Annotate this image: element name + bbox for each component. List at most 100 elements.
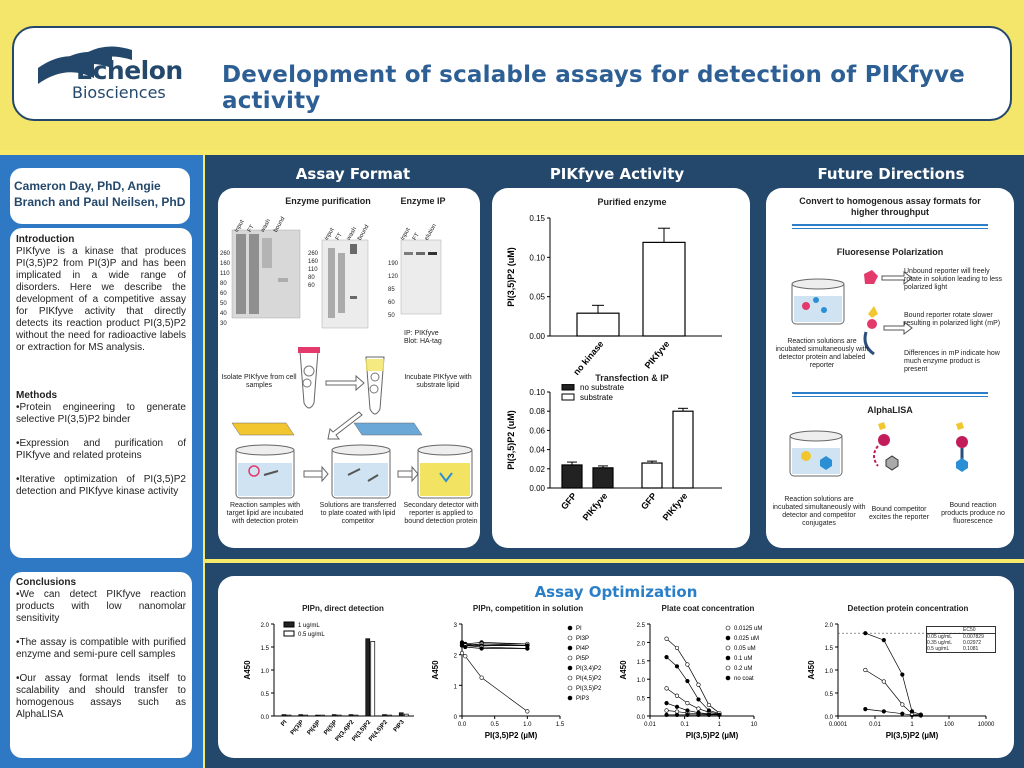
fp-text-bound: Bound reporter rotate slower resulting i… xyxy=(904,312,1001,327)
y-tick-label: 0.05 xyxy=(529,293,545,302)
y-tick-label: 0.08 xyxy=(529,407,545,416)
legend-label: 0.1 uM xyxy=(734,656,752,662)
data-point xyxy=(909,709,915,714)
logo-wordmark: Echelon xyxy=(76,56,183,85)
series-line xyxy=(865,632,921,715)
fp-text-unbound: Unbound reporter will freely rotate in s… xyxy=(904,268,1003,291)
methods-item: Protein engineering to generate selectiv… xyxy=(16,402,186,426)
data-point xyxy=(479,646,484,651)
mw-marker-label: 50 xyxy=(220,301,227,307)
y-tick-label: 2.0 xyxy=(261,623,270,629)
authors-text: Cameron Day, PhD, Angie Branch and Paul … xyxy=(14,179,186,209)
data-point xyxy=(706,708,711,713)
bar xyxy=(561,464,583,489)
legend-label: 0.025 uM xyxy=(734,636,759,642)
x-tick-label: 1.0 xyxy=(523,722,532,728)
series-line xyxy=(666,688,720,715)
data-point xyxy=(863,667,868,673)
alphalisa-title: AlphaLISA xyxy=(867,405,913,415)
y-tick-label: 0.10 xyxy=(529,388,545,397)
fp-schematic xyxy=(791,270,913,356)
mw-marker-label: 50 xyxy=(388,313,395,319)
legend-label: 0.0125 uM xyxy=(734,626,762,632)
x-tick-label: GFP xyxy=(639,491,659,512)
mw-marker-label: 120 xyxy=(388,274,399,280)
intro-heading: Introduction xyxy=(16,234,75,245)
bar xyxy=(576,312,620,337)
divider xyxy=(792,224,988,226)
y-tick-label: 2.0 xyxy=(825,623,834,629)
data-point xyxy=(525,709,530,714)
y-tick-label: 0.04 xyxy=(529,446,545,455)
future-directions-card: Convert to homogenous assay formats for … xyxy=(766,188,1014,548)
methods-heading: Methods xyxy=(16,390,58,401)
legend-marker xyxy=(567,635,573,641)
x-tick-label: PIKfyve xyxy=(581,491,610,523)
pikfyve-activity-title: PIKfyve Activity xyxy=(549,165,685,183)
y-tick-label: 1.5 xyxy=(261,646,270,652)
x-tick-label: 1.5 xyxy=(556,722,565,728)
y-axis-label: A450 xyxy=(619,660,628,680)
data-point xyxy=(900,672,905,677)
bar xyxy=(303,714,309,717)
data-point xyxy=(674,693,680,698)
poster-title: Development of scalable assays for detec… xyxy=(222,62,965,114)
y-tick-label: 0.06 xyxy=(529,426,545,435)
divider xyxy=(792,228,988,229)
bar xyxy=(298,714,304,717)
bar xyxy=(331,714,337,717)
chart5-title: Plate coat concentration xyxy=(661,604,755,613)
y-tick-label: 0.0 xyxy=(261,715,270,721)
legend-label: PI(4,5)P2 xyxy=(576,676,602,682)
bar xyxy=(398,712,404,717)
y-tick-label: 2.0 xyxy=(637,641,646,647)
legend-label: PI(3,5)P2 xyxy=(576,686,602,692)
legend-label: PI5P xyxy=(576,656,589,662)
chart3-title: PIPn, direct detection xyxy=(302,604,384,613)
bar xyxy=(286,714,292,717)
bar xyxy=(382,714,387,717)
alphalisa-caption2: Bound competitor excites the reporter xyxy=(869,506,929,521)
x-axis-label: PI(3,5)P2 (µM) xyxy=(886,731,939,740)
alphalisa-caption1: Reaction solutions are incubated simulta… xyxy=(772,496,866,527)
data-point xyxy=(463,654,468,659)
data-point xyxy=(706,702,711,708)
alphalisa-caption3: Bound reaction products produce no fluor… xyxy=(941,502,1005,525)
ec50-row-label: 0.5 ug/mL xyxy=(927,646,950,652)
legend-marker xyxy=(725,675,731,681)
ec50-row-label: 0.05 ug/mL xyxy=(927,634,953,640)
future-intro: Convert to homogenous assay formats for … xyxy=(799,196,981,217)
conclusions-card: Conclusions We can detect PIKfyve reacti… xyxy=(10,572,192,758)
data-point xyxy=(685,662,690,667)
x-tick-label: 0.5 xyxy=(490,722,499,728)
y-tick-label: 0.00 xyxy=(529,484,545,493)
step-reaction: Reaction samples with target lipid are i… xyxy=(226,502,304,525)
legend-marker xyxy=(567,655,573,661)
bar xyxy=(365,638,371,717)
y-axis-label: A450 xyxy=(243,660,252,680)
data-point xyxy=(706,712,711,717)
x-tick-label: PI(4)P xyxy=(306,719,322,736)
data-point xyxy=(881,709,886,714)
legend-label: 0.5 ug/mL xyxy=(298,632,325,638)
bar xyxy=(403,713,409,717)
data-point xyxy=(696,682,701,687)
data-point xyxy=(674,712,680,717)
assay-optimization-title: Assay Optimization xyxy=(534,583,698,601)
mw-marker-label: 60 xyxy=(308,283,315,289)
y-tick-label: 0.00 xyxy=(529,332,545,341)
mw-marker-label: 110 xyxy=(308,267,318,273)
mw-marker-label: 40 xyxy=(220,311,227,317)
legend-label: substrate xyxy=(580,393,613,402)
x-tick-label: 1 xyxy=(718,722,722,728)
gel-images xyxy=(231,229,442,329)
plate-yellow-icon xyxy=(231,422,295,436)
divider xyxy=(792,392,988,394)
x-tick-label: PIKfyve xyxy=(643,339,672,371)
assay-schematic xyxy=(231,347,473,499)
x-tick-label: PI(5)P xyxy=(323,719,339,736)
